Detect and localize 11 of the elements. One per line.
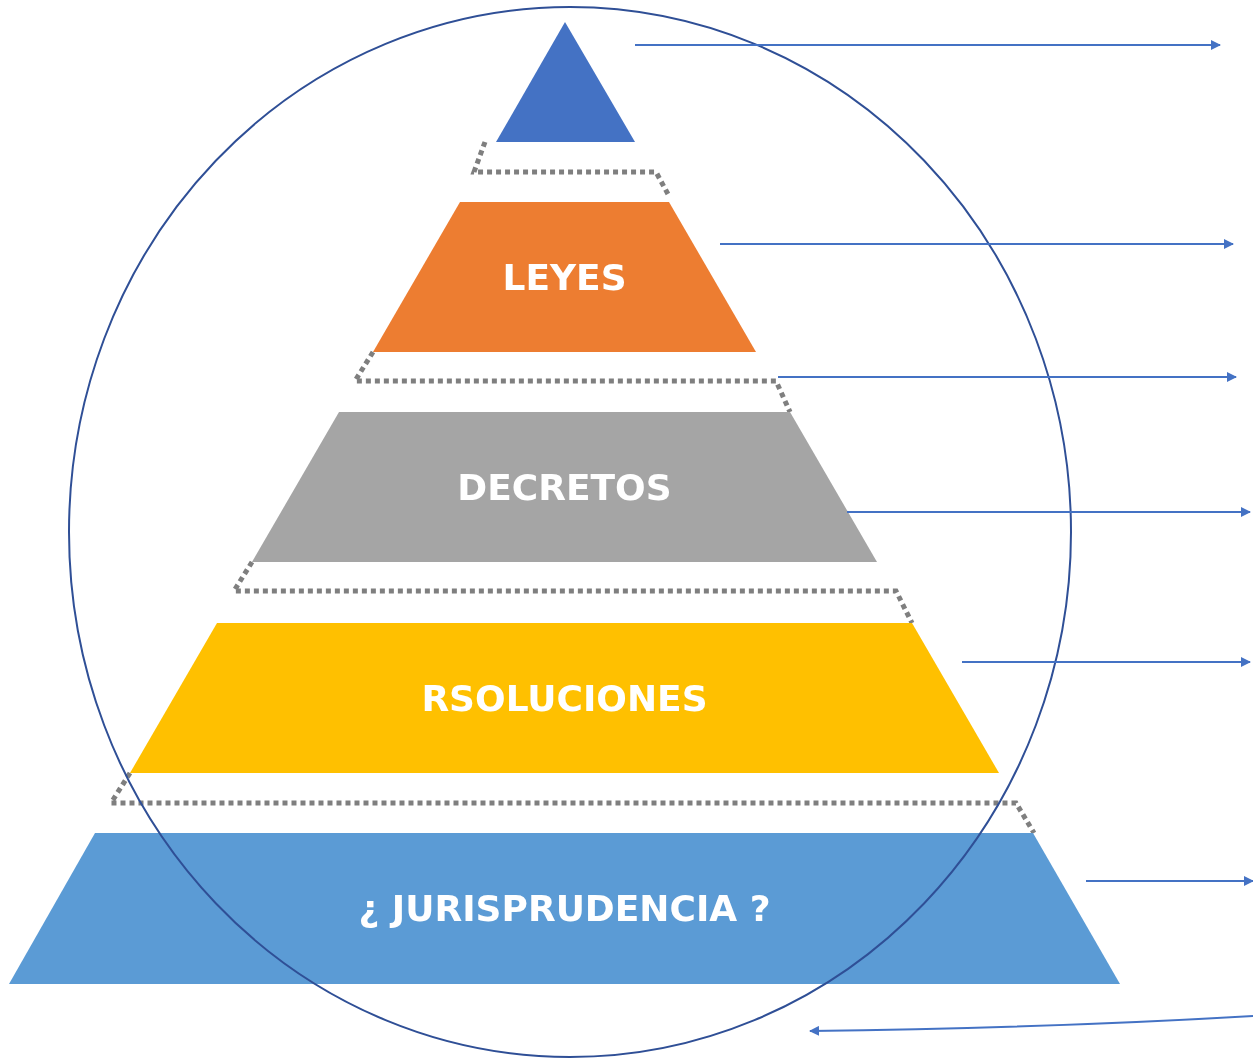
arrow (961, 657, 1251, 667)
arrow (777, 372, 1237, 382)
tier-label: DECRETOS (457, 466, 672, 508)
tier-label: ¿ JURISPRUDENCIA ? (358, 888, 771, 929)
tier-label: RSOLUCIONES (421, 677, 708, 719)
arrow (634, 40, 1221, 50)
tier-label: LEYES (502, 256, 627, 298)
arrow (809, 1015, 1253, 1036)
arrow (719, 239, 1234, 249)
arrow (1085, 876, 1253, 886)
arrow (846, 507, 1251, 517)
